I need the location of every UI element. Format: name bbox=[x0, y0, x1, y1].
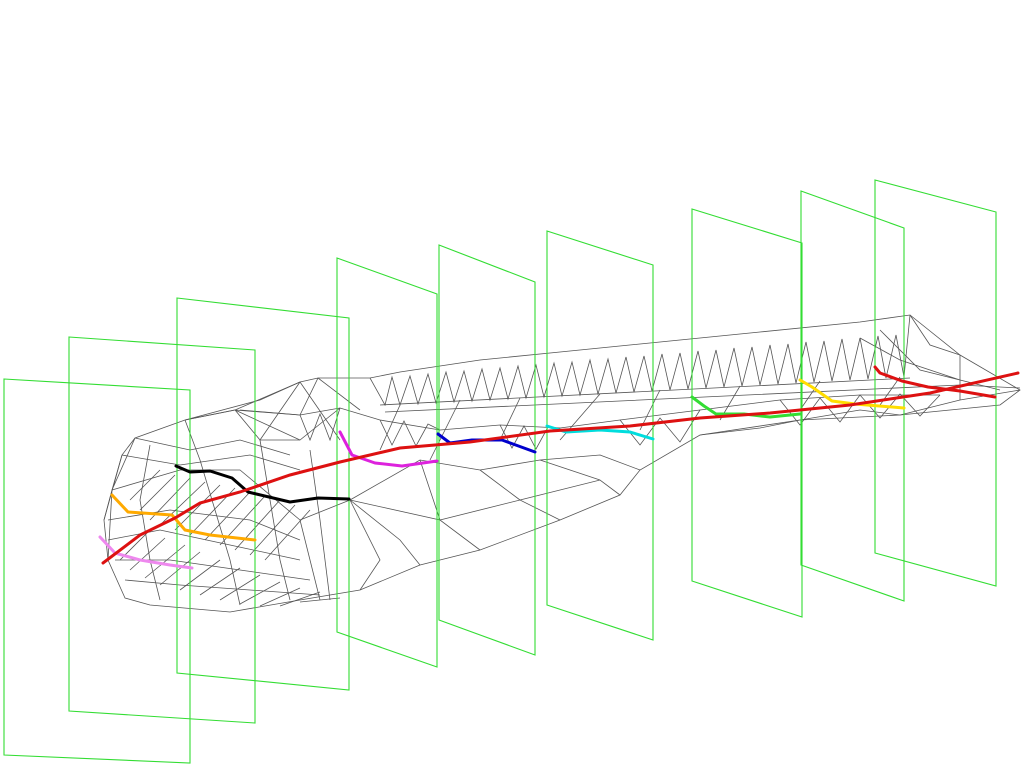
section-plane[interactable] bbox=[438, 244, 536, 656]
profile-line-orange[interactable] bbox=[110, 493, 257, 542]
mesh-lower-fan bbox=[299, 454, 641, 601]
centerline[interactable] bbox=[101, 371, 1020, 565]
mesh-bench bbox=[239, 394, 940, 431]
profile-line-black[interactable] bbox=[174, 464, 351, 504]
section-plane[interactable] bbox=[3, 378, 191, 764]
mesh-upper-left bbox=[184, 377, 341, 441]
mesh-far-rim bbox=[369, 314, 911, 407]
profile-line-red-end[interactable] bbox=[873, 365, 997, 399]
mesh-rim-line-2 bbox=[384, 384, 1021, 413]
section-planes bbox=[3, 179, 997, 764]
mesh-strip bbox=[234, 355, 961, 461]
mesh-boundary bbox=[103, 314, 1021, 613]
section-plane[interactable] bbox=[546, 230, 654, 641]
section-plane[interactable] bbox=[691, 208, 803, 618]
mesh-rim-line bbox=[379, 377, 911, 406]
section-plane[interactable] bbox=[336, 257, 438, 668]
mesh-bench-teeth bbox=[299, 393, 941, 450]
profile-line-yellow[interactable] bbox=[798, 378, 906, 410]
section-plane[interactable] bbox=[176, 297, 350, 691]
section-plane[interactable] bbox=[800, 190, 905, 602]
mesh-right-end bbox=[699, 314, 1021, 436]
section-plane[interactable] bbox=[68, 336, 256, 724]
mesh-left-hatch bbox=[119, 469, 341, 607]
section-plane[interactable] bbox=[874, 179, 997, 587]
terrain-mesh bbox=[103, 314, 1021, 613]
profile-line-pink[interactable] bbox=[98, 535, 194, 570]
profile-line-magenta[interactable] bbox=[338, 430, 439, 468]
profile-line-blue[interactable] bbox=[436, 432, 537, 454]
profile-line-green[interactable] bbox=[690, 395, 802, 419]
